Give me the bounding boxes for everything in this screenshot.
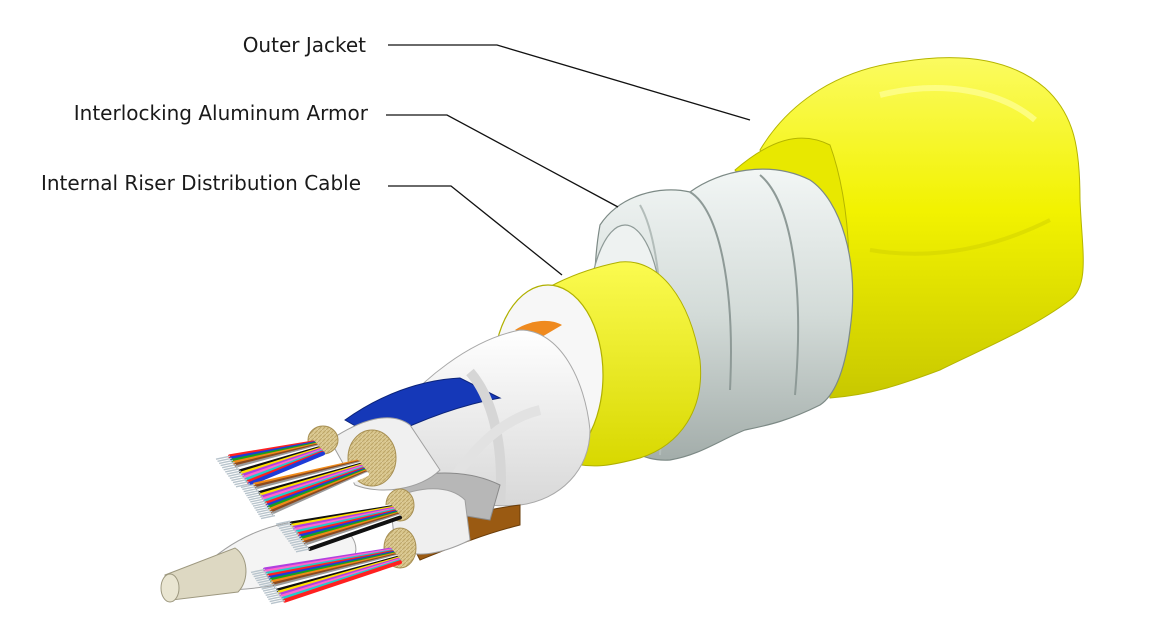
fiber-tip [222,464,237,469]
fiber-tip [252,502,268,507]
fiber-tip [288,537,303,542]
fiber-strand [308,515,402,551]
fiber-tip [292,543,308,549]
callout-outer-jacket: Outer Jacket [242,33,366,57]
fiber-tip [252,570,267,576]
fiber-tip [242,485,257,491]
fiber-strand [283,560,402,603]
fiber-tip [280,526,295,532]
fiber-tip [258,581,274,586]
fiber-tip [223,466,238,471]
fiber-tip [295,548,311,553]
fiber-tip [247,494,262,499]
fiber-tip [258,510,273,516]
fiber-tip [220,461,235,467]
fiber-tip [254,574,270,580]
leader-line-aluminum-armor [386,114,619,208]
fiber-tip [269,597,284,603]
fiber-tip [275,520,291,525]
fiber-tip [291,541,306,547]
fiber-tip [225,468,240,473]
fiber-tip [256,508,272,514]
fiber-tip [243,487,258,493]
leader-lines [386,44,751,276]
fiber-tip [217,457,232,463]
fiber-tip [240,483,256,489]
fiber-tip [248,496,264,501]
fiber-tip [255,506,270,511]
fiber-tip [261,585,276,590]
fiber-tip [260,514,276,520]
fiber-tip [232,478,248,484]
fiber-tip [244,489,260,495]
fiber-tip [265,591,280,596]
fiber-tip [266,593,282,599]
fiber-tip [215,455,231,460]
fiber-strand [273,472,369,518]
fiber-tip [289,539,304,544]
fiber-tip [283,531,298,536]
fiber-tip [226,470,241,475]
fiber-tip [259,512,274,518]
fiber-tip [234,480,249,486]
fiber-tip [253,572,268,578]
fiber-tip [264,589,279,594]
fiber-tip [294,545,309,551]
fiber-tip [278,524,294,530]
fiber-tip [246,492,261,497]
fiber-tip [270,599,286,605]
callout-aluminum-armor: Interlocking Aluminum Armor [73,101,368,125]
leader-line-riser-cable [388,185,563,276]
fiber-tip [235,483,251,488]
fiber-tip [231,476,246,482]
fiber-tip [282,529,297,534]
fiber-tip [260,583,275,588]
fiber-tip [285,533,300,538]
central-strength-member-shape [160,547,247,603]
fiber-tip [218,459,234,465]
leader-line-outer-jacket [388,44,751,121]
fiber-tip [229,474,244,479]
fiber-tip [250,498,265,503]
callout-riser-cable: Internal Riser Distribution Cable [40,171,361,195]
fiber-tip [250,568,266,574]
fiber-tip [228,472,243,477]
fiber-tip [286,535,301,540]
fiber-tip [257,579,272,584]
fiber-strand [248,451,325,486]
optical-fibers [215,440,402,605]
fiber-tip [277,522,292,528]
fiber-tip [251,500,266,505]
fiber-tip [254,504,269,509]
fiber-tip [262,587,278,592]
fiber-tip [256,577,271,582]
fiber-tip [268,595,283,601]
